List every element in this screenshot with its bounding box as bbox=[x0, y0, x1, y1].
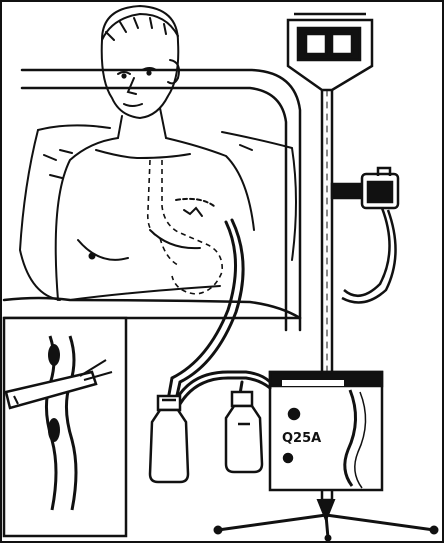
insertion-detail-inset bbox=[4, 318, 126, 536]
device-model-label: Q25A bbox=[282, 431, 321, 446]
nipple bbox=[90, 254, 95, 259]
